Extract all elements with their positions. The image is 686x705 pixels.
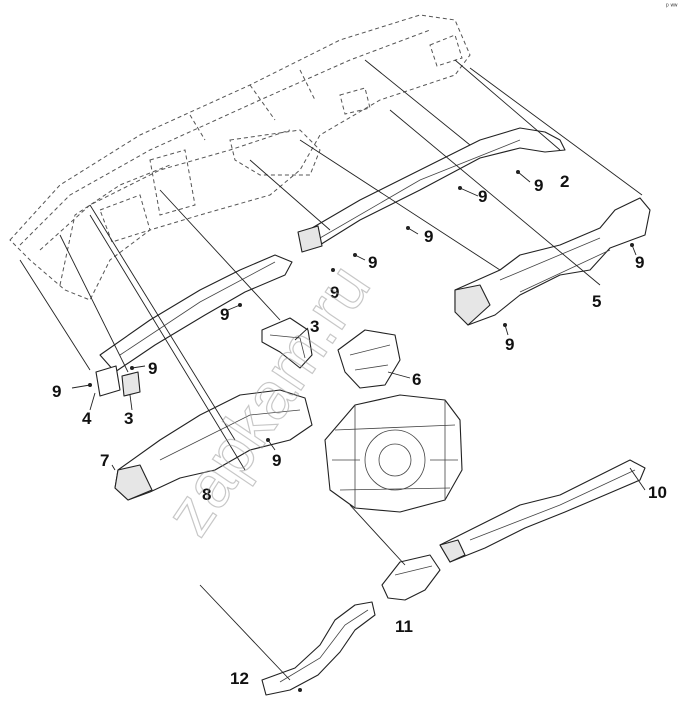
left-center-duct (99, 254, 293, 373)
corner-mark: ᵖ ʷʷ (666, 3, 678, 10)
callout-9: 9 (534, 176, 543, 195)
callout-8: 8 (202, 485, 211, 504)
callout-9: 9 (148, 359, 157, 378)
part-2-right-vent-duct (297, 127, 566, 253)
part-11-floor-connector (381, 554, 441, 601)
callout-9: 9 (330, 283, 339, 302)
callout-9: 9 (52, 382, 61, 401)
callout-12: 12 (230, 669, 249, 688)
part-6-bracket (337, 329, 401, 389)
callout-7: 7 (100, 451, 109, 470)
callout-9: 9 (505, 335, 514, 354)
callout-9: 9 (272, 451, 281, 470)
callout-9: 9 (635, 253, 644, 272)
callout-9: 9 (424, 227, 433, 246)
callout-6: 6 (412, 370, 421, 389)
callout-10: 10 (648, 483, 667, 502)
callout-5: 5 (592, 292, 601, 311)
callout-9: 9 (478, 187, 487, 206)
callout-3: 3 (310, 317, 319, 336)
part-7-8-lower-left-duct (114, 389, 313, 501)
instrument-panel (9, 14, 471, 301)
part-5-right-lower-duct (454, 197, 651, 326)
leader-lines (19, 59, 646, 681)
callout-3: 3 (124, 409, 133, 428)
part-10-rear-floor-duct (439, 459, 646, 563)
part-12-floor-duct (261, 601, 376, 696)
part-3-center-connector (261, 317, 313, 369)
callout-11: 11 (395, 617, 413, 636)
callout-4: 4 (82, 409, 92, 428)
callout-2: 2 (560, 172, 569, 191)
callout-labels: 9 2 9 9 9 9 9 5 9 3 6 9 9 9 4 3 7 8 9 10… (52, 172, 667, 688)
hvac-unit (324, 394, 463, 513)
callout-9: 9 (220, 305, 229, 324)
callout-9: 9 (368, 253, 377, 272)
part-4-and-3-left (95, 365, 141, 397)
